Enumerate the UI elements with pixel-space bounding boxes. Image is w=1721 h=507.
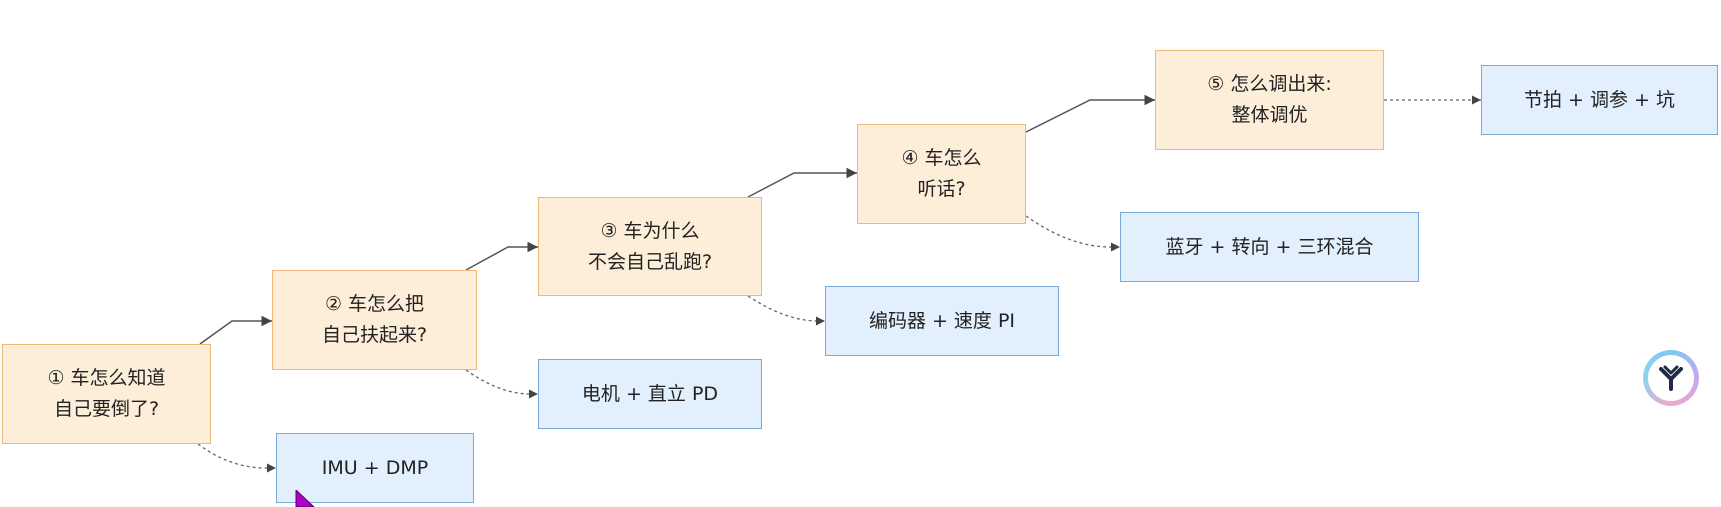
question-node-2: ② 车怎么把 自己扶起来?: [272, 270, 477, 370]
link-q3-a3: [747, 295, 825, 326]
answer-2-label: 电机 + 直立 PD: [581, 382, 719, 405]
answer-1-label: IMU + DMP: [321, 456, 429, 479]
answer-5-label: 节拍 + 调参 + 坑: [1524, 88, 1675, 111]
answer-node-2: 电机 + 直立 PD: [538, 359, 762, 429]
question-1-line1: ① 车怎么知道: [47, 367, 166, 389]
question-node-5: ⑤ 怎么调出来: 整体调优: [1155, 50, 1384, 150]
question-node-3: ③ 车为什么 不会自己乱跑?: [538, 197, 762, 296]
question-2-line2: 自己扶起来?: [321, 324, 428, 346]
question-node-1: ① 车怎么知道 自己要倒了?: [2, 344, 211, 444]
mouse-pointer-icon: [295, 490, 315, 507]
question-node-4: ④ 车怎么 听话?: [857, 124, 1026, 224]
link-q3-q4: [747, 167, 857, 198]
question-5-line2: 整体调优: [1231, 104, 1308, 126]
question-3-line1: ③ 车为什么: [600, 219, 700, 242]
answer-node-5: 节拍 + 调参 + 坑: [1481, 65, 1718, 135]
question-1-line2: 自己要倒了?: [53, 398, 160, 420]
question-2-line1: ② 车怎么把: [324, 293, 425, 315]
link-q1-a1: [197, 443, 276, 473]
question-4-line2: 听话?: [917, 178, 966, 200]
question-3-line2: 不会自己乱跑?: [587, 250, 713, 273]
answer-node-3: 编码器 + 速度 PI: [825, 286, 1059, 356]
link-q2-a2: [465, 369, 538, 399]
link-q2-q3: [465, 241, 538, 271]
link-q4-a4: [1025, 215, 1120, 252]
question-5-line1: ⑤ 怎么调出来:: [1207, 73, 1332, 95]
link-q1-q2: [199, 315, 272, 345]
answer-node-1: IMU + DMP: [276, 433, 474, 503]
question-4-line1: ④ 车怎么: [901, 147, 982, 169]
link-q4-q5: [1025, 94, 1155, 133]
answer-3-label: 编码器 + 速度 PI: [868, 309, 1016, 332]
answer-4-label: 蓝牙 + 转向 + 三环混合: [1165, 235, 1374, 258]
brand-logo-icon[interactable]: [1643, 350, 1699, 406]
answer-node-4: 蓝牙 + 转向 + 三环混合: [1120, 212, 1419, 282]
